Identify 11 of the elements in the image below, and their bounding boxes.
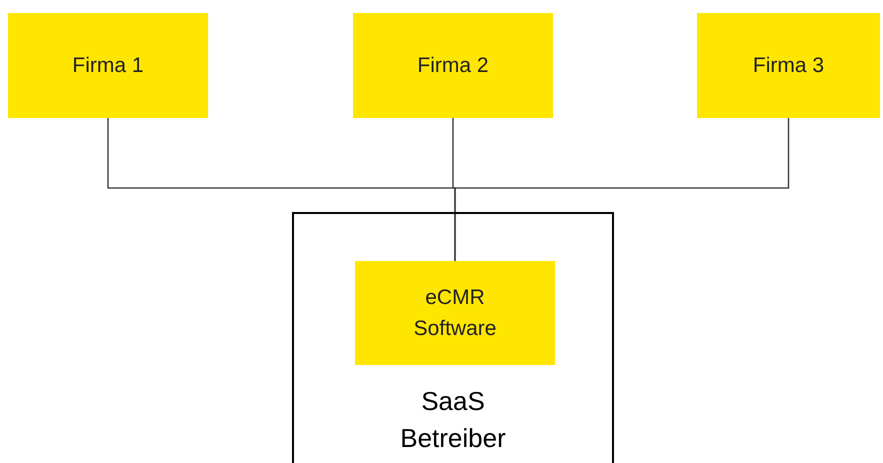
box-label: eCMR Software	[412, 284, 498, 342]
box-label: Firma 2	[417, 54, 489, 78]
process-box	[8, 13, 208, 118]
box-label: Firma 3	[752, 54, 824, 78]
process-box	[697, 13, 880, 118]
process-box	[355, 261, 555, 365]
process-box	[353, 13, 553, 118]
box-label: Firma 1	[72, 54, 144, 78]
container-label: SaaS Betreiber	[399, 384, 507, 456]
container-box	[292, 212, 614, 463]
connector-line	[454, 118, 790, 261]
